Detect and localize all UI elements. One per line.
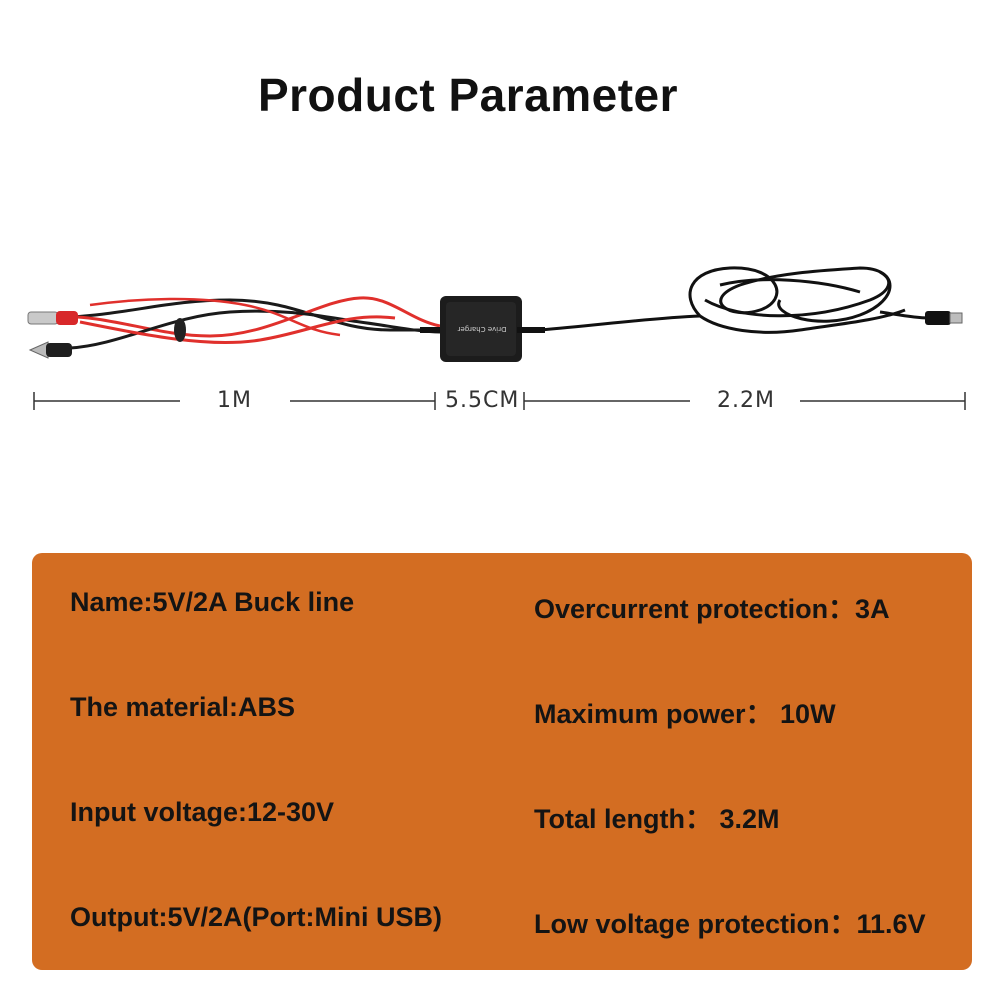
module-label: Drive Charger <box>457 325 506 333</box>
converter-module: Drive Charger <box>420 296 545 362</box>
page-title: Product Parameter <box>257 69 679 121</box>
length-label-module: 5.5CM <box>445 388 520 413</box>
usb-cable <box>539 266 929 334</box>
power-wires <box>39 296 441 350</box>
cable-tie <box>174 318 186 342</box>
spec-material: The material:ABS <box>70 692 296 722</box>
length-label-usb-cable: 2.2M <box>717 388 775 413</box>
spec-total-length: Total length： 3.2M <box>534 804 780 834</box>
ring-terminal-red <box>27 311 78 325</box>
length-label-wires: 1M <box>217 388 252 413</box>
spec-low-voltage: Low voltage protection：11.6V <box>534 909 926 939</box>
spec-max-power: Maximum power： 10W <box>534 699 836 729</box>
spec-overcurrent: Overcurrent protection：3A <box>534 594 890 624</box>
spec-output: Output:5V/2A(Port:Mini USB) <box>70 902 442 932</box>
spec-name: Name:5V/2A Buck line <box>70 587 355 617</box>
spec-input-voltage: Input voltage:12-30V <box>70 797 335 827</box>
dimension-line <box>33 392 966 410</box>
cable-illustration: Drive Charger <box>27 266 966 410</box>
fork-terminal-black <box>28 341 72 359</box>
mini-usb-plug <box>925 311 963 325</box>
spec-panel: Name:5V/2A Buck line The material:ABS In… <box>32 553 972 970</box>
